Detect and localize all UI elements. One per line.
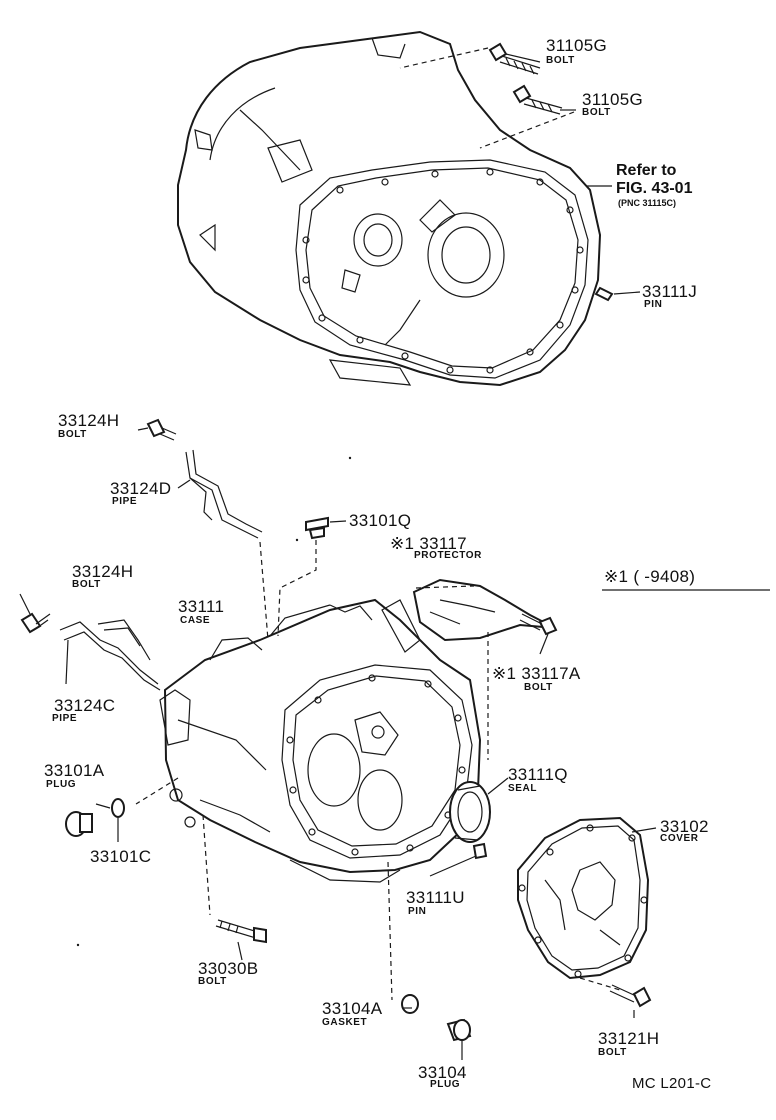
- callout-33104a-name: GASKET: [322, 1017, 368, 1028]
- transaxle-housing-drawing: [177, 30, 602, 387]
- pin-33111u-drawing: [472, 842, 488, 860]
- callout-33117-name: PROTECTOR: [414, 550, 482, 561]
- callout-33111u-name: PIN: [408, 906, 427, 917]
- callout-33030b-part: 33030B: [198, 959, 259, 978]
- figure-code: MC L201-C: [632, 1075, 712, 1092]
- callout-33121h-part: 33121H: [598, 1029, 660, 1048]
- pipe-33124c-drawing: [59, 619, 161, 691]
- callout-33124h-upper-part: 33124H: [58, 411, 120, 430]
- plug-33101a-drawing: [65, 811, 93, 837]
- bolt-33030b-drawing: [215, 919, 267, 944]
- bolt-33121h-drawing: [609, 984, 652, 1008]
- seal-33111q-drawing: [449, 781, 491, 843]
- reference-line-2: FIG. 43-01: [616, 180, 693, 197]
- bolt-33124h-lower-drawing: [20, 612, 51, 634]
- callout-31105g-upper-part: 31105G: [546, 36, 608, 55]
- callout-33101q-part: 33101Q: [349, 511, 412, 530]
- note-text: ※1 ( -9408): [604, 567, 696, 586]
- bolt-31105g-lower-drawing: [512, 84, 563, 115]
- plug-33101q-drawing: [305, 516, 329, 540]
- callout-33124d-name: PIPE: [112, 496, 138, 507]
- transaxle-case-drawing: [159, 598, 482, 883]
- pin-33111j-drawing: [594, 286, 614, 302]
- pipe-33124d-drawing: [185, 449, 263, 539]
- bolt-31105g-upper-drawing: [488, 42, 541, 75]
- cover-33102-drawing: [517, 816, 650, 980]
- callout-31105g-upper-name: BOLT: [546, 55, 575, 66]
- bolt-33117a-drawing: [519, 613, 558, 636]
- callout-33111u-part: 33111U: [406, 888, 465, 907]
- callout-33101a-name: PLUG: [46, 779, 77, 790]
- callout-33124h-lower-name: BOLT: [72, 579, 101, 590]
- gasket-33101c-drawing: [111, 798, 125, 818]
- protector-33117-drawing: [412, 578, 556, 642]
- callout-33104-part: 33104: [418, 1063, 467, 1082]
- callout-33111-part: 33111: [178, 597, 225, 616]
- callout-33124c-part: 33124C: [54, 696, 116, 715]
- callout-33121h-name: BOLT: [598, 1047, 627, 1058]
- callout-33101a-part: 33101A: [44, 761, 105, 780]
- callout-33111q-part: 33111Q: [508, 765, 568, 784]
- reference-line-1: Refer to: [616, 162, 677, 179]
- callout-33111-name: CASE: [180, 615, 211, 626]
- callout-33104a-part: 33104A: [322, 999, 383, 1018]
- callout-33117-part: ※1 33117: [390, 534, 467, 553]
- callout-33102-name: COVER: [660, 833, 699, 844]
- callout-33124h-lower-part: 33124H: [72, 562, 134, 581]
- alignment-dashed-lines: [135, 47, 621, 1001]
- reference-line-3: (PNC 31115C): [618, 198, 677, 208]
- callout-31105g-lower-name: BOLT: [582, 107, 611, 118]
- callout-33124d-part: 33124D: [110, 479, 172, 498]
- callout-33117a-name: BOLT: [524, 682, 553, 693]
- leader-lines: [19, 53, 657, 1060]
- gasket-33104a-drawing: [401, 994, 419, 1014]
- bolt-33124h-upper-drawing: [146, 418, 177, 441]
- callout-33111q-name: SEAL: [508, 783, 538, 794]
- callout-33124c-name: PIPE: [52, 713, 78, 724]
- callout-33117a-part: ※1 33117A: [492, 664, 581, 683]
- callout-33102-part: 33102: [660, 817, 709, 836]
- callout-33104-name: PLUG: [430, 1079, 461, 1090]
- callout-31105g-lower-part: 31105G: [582, 90, 644, 109]
- callout-33111j-name: PIN: [644, 299, 663, 310]
- plug-33104-drawing: [446, 1018, 472, 1042]
- callout-33030b-name: BOLT: [198, 976, 227, 987]
- callout-33101c-part: 33101C: [90, 847, 152, 866]
- callout-33111j-part: 33111J: [642, 282, 698, 301]
- callout-33124h-upper-name: BOLT: [58, 429, 87, 440]
